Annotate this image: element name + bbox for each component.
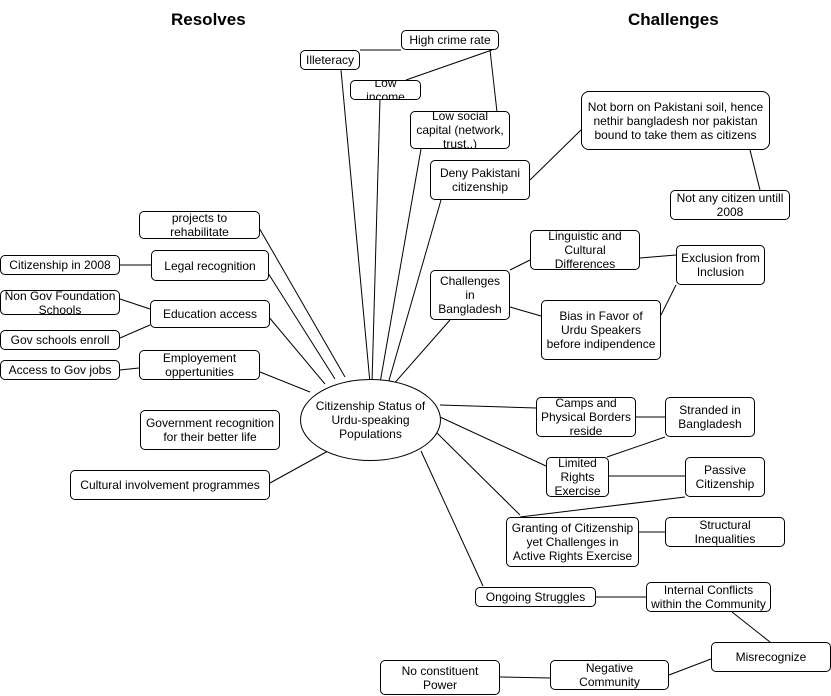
node-label: Stranded in Bangladesh	[678, 403, 742, 431]
node-exclusion-inclusion[interactable]: Exclusion from Inclusion	[676, 245, 765, 285]
node-label: Low income	[366, 80, 405, 100]
connector-line	[387, 199, 442, 385]
resolves-heading: Resolves	[171, 10, 246, 29]
connector-line	[340, 69, 371, 384]
node-label: Internal Conflicts within the Community	[651, 583, 766, 611]
node-nongov-schools[interactable]: Non Gov Foundation Schools	[0, 290, 120, 315]
node-label: Bias in Favor of Urdu Speakers before in…	[546, 309, 656, 351]
connector-line	[639, 254, 677, 259]
node-label: Exclusion from Inclusion	[681, 251, 760, 279]
node-stranded-bangladesh[interactable]: Stranded in Bangladesh	[665, 397, 755, 437]
node-label: Education access	[162, 307, 258, 321]
connector-line	[509, 306, 542, 317]
node-employment-opportunities[interactable]: Employement oppertunities	[139, 350, 260, 380]
connector-line	[668, 658, 712, 676]
node-not-born-pakistani[interactable]: Not born on Pakistani soil, hence nethir…	[581, 91, 770, 150]
node-projects-rehabilitate[interactable]: projects to rehabilitate	[139, 211, 260, 239]
connector-line	[259, 371, 311, 393]
connector-line	[439, 404, 537, 409]
node-citizenship-2008[interactable]: Citizenship in 2008	[0, 255, 120, 275]
node-label: Gov schools enroll	[10, 333, 110, 347]
node-label: Misrecognize	[735, 650, 807, 664]
connector-line	[499, 676, 551, 679]
node-passive-citizenship[interactable]: Passive Citizenship	[685, 457, 765, 497]
node-label: Structural Inequalities	[694, 518, 756, 546]
connector-line	[436, 432, 521, 516]
node-label: Cultural involvement programmes	[80, 478, 260, 492]
node-label: Granting of Citizenship yet Challenges i…	[511, 521, 634, 563]
connector-line	[749, 149, 761, 191]
node-structural-inequalities[interactable]: Structural Inequalities	[665, 517, 785, 547]
node-low-income[interactable]: Low income	[350, 80, 421, 100]
node-deny-pakistani-citizenship[interactable]: Deny Pakistani citizenship	[430, 160, 530, 200]
challenges-heading: Challenges	[628, 10, 719, 29]
node-label: Passive Citizenship	[695, 463, 755, 491]
connector-line	[405, 49, 493, 81]
node-cultural-involvement[interactable]: Cultural involvement programmes	[70, 470, 270, 500]
connector-line	[606, 436, 666, 458]
node-label: Citizenship in 2008	[9, 258, 111, 272]
connector-line	[257, 225, 346, 378]
connector-line	[489, 49, 498, 113]
node-camps-borders[interactable]: Camps and Physical Borders reside	[536, 397, 636, 437]
node-label: Deny Pakistani citizenship	[439, 166, 521, 194]
node-no-constituent-power[interactable]: No constituent Power	[380, 660, 500, 695]
node-label: Camps and Physical Borders reside	[540, 397, 632, 437]
node-misrecognize[interactable]: Misrecognize	[711, 642, 831, 672]
connector-line	[731, 611, 771, 643]
connector-line	[439, 416, 547, 467]
node-label: Negative Community	[579, 661, 640, 689]
node-gov-schools-enroll[interactable]: Gov schools enroll	[0, 330, 120, 350]
center-node[interactable]: Citizenship Status of Urdu-speaking Popu…	[300, 379, 441, 461]
node-low-social-capital[interactable]: Low social capital (network, trust..)	[410, 111, 510, 149]
connector-line	[119, 324, 151, 339]
node-label: No constituent Power	[401, 663, 479, 692]
node-bias-urdu-speakers[interactable]: Bias in Favor of Urdu Speakers before in…	[541, 300, 661, 360]
connector-line	[267, 315, 326, 385]
node-access-gov-jobs[interactable]: Access to Gov jobs	[0, 360, 120, 380]
node-government-recognition[interactable]: Government recognition for their better …	[140, 410, 280, 450]
node-label: Legal recognition	[164, 258, 256, 273]
connector-line	[529, 129, 582, 181]
node-ongoing-struggles[interactable]: Ongoing Struggles	[475, 587, 596, 607]
node-label: Ongoing Struggles	[485, 590, 586, 604]
node-label: High crime rate	[409, 33, 491, 47]
connector-line	[371, 98, 381, 384]
node-high-crime-rate[interactable]: High crime rate	[401, 30, 499, 50]
connector-line	[119, 367, 140, 371]
connector-line	[420, 450, 484, 587]
node-illeteracy[interactable]: Illeteracy	[300, 50, 360, 70]
node-label: Not any citizen untill 2008	[676, 191, 784, 219]
node-label: Low social capital (network, trust..)	[416, 111, 504, 149]
node-label: Limited Rights Exercise	[554, 457, 601, 497]
node-linguistic-cultural[interactable]: Linguistic and Cultural Differences	[530, 230, 640, 270]
center-node-label: Citizenship Status of Urdu-speaking Popu…	[315, 399, 426, 441]
connector-line	[391, 319, 451, 387]
node-education-access[interactable]: Education access	[150, 300, 270, 328]
node-label: Employement oppertunities	[162, 351, 237, 379]
connector-line	[269, 450, 329, 484]
connector-line	[519, 496, 686, 518]
node-legal-recognition[interactable]: Legal recognition	[151, 250, 269, 281]
node-label: Linguistic and Cultural Differences	[548, 230, 622, 270]
connector-line	[267, 272, 336, 380]
node-label: Not born on Pakistani soil, hence nethir…	[587, 99, 764, 142]
node-label: Non Gov Foundation Schools	[4, 290, 116, 315]
connector-line	[509, 259, 531, 271]
connector-line	[379, 148, 422, 384]
node-negative-community[interactable]: Negative Community	[550, 660, 669, 690]
node-limited-rights[interactable]: Limited Rights Exercise	[546, 457, 609, 497]
connector-line	[660, 284, 677, 316]
node-internal-conflicts[interactable]: Internal Conflicts within the Community	[646, 582, 771, 612]
node-challenges-bangladesh[interactable]: Challenges in Bangladesh	[430, 270, 510, 320]
node-label: Government recognition for their better …	[145, 416, 275, 444]
node-not-any-citizen[interactable]: Not any citizen untill 2008	[670, 190, 790, 220]
node-label: Access to Gov jobs	[8, 363, 112, 377]
connector-line	[119, 298, 151, 310]
node-label: projects to rehabilitate	[170, 211, 229, 239]
node-label: Challenges in Bangladesh	[438, 274, 502, 316]
node-granting-citizenship[interactable]: Granting of Citizenship yet Challenges i…	[506, 517, 639, 567]
node-label: Illeteracy	[305, 53, 355, 67]
